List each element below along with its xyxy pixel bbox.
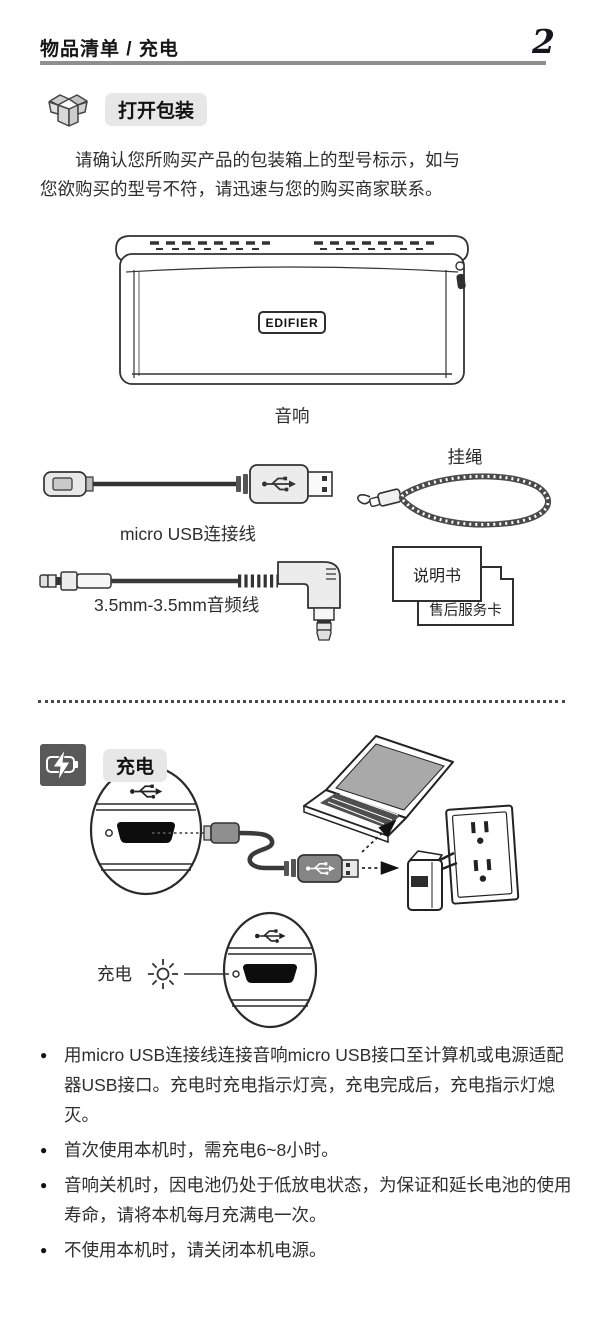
- open-box-icon: [48, 94, 88, 127]
- unpack-section-label: 打开包装: [105, 92, 208, 126]
- charge-section-header: 充电: [40, 744, 168, 786]
- speaker-caption: 音响: [274, 406, 310, 426]
- strap-caption: 挂绳: [447, 447, 483, 467]
- documents-figure: 售后服务卡 说明书: [392, 546, 522, 638]
- page-number: 2: [532, 22, 555, 61]
- unpack-section-header: 打开包装: [46, 88, 208, 130]
- battery-charging-icon: [40, 744, 86, 786]
- intro-paragraph: 请确认您所购买产品的包装箱上的型号标示，如与 您欲购买的型号不符，请迅速与您的购…: [40, 146, 540, 204]
- light-glow-icon: [148, 959, 178, 989]
- charge-section: 充电 充电: [0, 730, 600, 1030]
- speaker-figure: EDIFIER 音响: [102, 228, 482, 428]
- charging-diagram: 充电: [89, 735, 520, 1029]
- strap-cord-loop: [357, 494, 371, 505]
- manual-caption: 说明书: [412, 568, 461, 585]
- strap-clasp: [377, 488, 403, 507]
- header-rule: [40, 61, 546, 65]
- strap-illustration: [357, 473, 551, 528]
- usb-port-callout-upper: [89, 764, 203, 896]
- arrow-to-laptop: [361, 819, 397, 853]
- service-card-caption: 售后服务卡: [429, 603, 502, 619]
- bullet-dot: ●: [40, 1178, 48, 1192]
- wall-outlet-illustration: [445, 804, 520, 905]
- bullet-text: 音响关机时，因电池仍处于低放电状态，为保证和延长电池的使用寿命，请将本机每月充满…: [64, 1175, 572, 1225]
- right-angle-plug-body: [277, 561, 341, 609]
- strap-loop: [398, 473, 551, 528]
- folded-corner: [500, 566, 514, 580]
- charge-led: [232, 970, 240, 978]
- list-item: ● 首次使用本机时，需充电6~8小时。: [40, 1135, 575, 1165]
- bullet-text: 首次使用本机时，需充电6~8小时。: [64, 1140, 339, 1160]
- speaker-logo-text: EDIFIER: [266, 316, 319, 330]
- bullet-text: 用micro USB连接线连接音响micro USB接口至计算机或电源适配器US…: [64, 1045, 564, 1125]
- charge-instructions: ● 用micro USB连接线连接音响micro USB接口至计算机或电源适配器…: [40, 1040, 575, 1270]
- bullet-dot: ●: [40, 1243, 48, 1257]
- laptop-illustration: [303, 735, 454, 844]
- micro-usb-port: [243, 964, 297, 983]
- power-adapter-illustration: [407, 850, 458, 911]
- audio-cable-illustration: [39, 561, 341, 641]
- charge-section-label: 充电: [103, 748, 168, 782]
- intro-line-2: 您欲购买的型号不符，请迅速与您的购买商家联系。: [40, 179, 443, 199]
- micro-usb-plug: [210, 822, 240, 844]
- list-item: ● 音响关机时，因电池仍处于低放电状态，为保证和延长电池的使用寿命，请将本机每月…: [40, 1170, 575, 1230]
- audio-cable-caption: 3.5mm-3.5mm音频线: [94, 595, 260, 615]
- usb-cable-caption: micro USB连接线: [119, 524, 257, 544]
- list-item: ● 用micro USB连接线连接音响micro USB接口至计算机或电源适配器…: [40, 1040, 575, 1130]
- charge-led: [105, 829, 113, 837]
- list-item: ● 不使用本机时，请关闭本机电源。: [40, 1235, 575, 1265]
- cable-wire: [238, 830, 284, 871]
- intro-line-1: 请确认您所购买产品的包装箱上的型号标示，如与: [75, 150, 460, 170]
- strap-figure: 挂绳: [350, 444, 562, 534]
- usb-cable-figure: micro USB连接线: [38, 458, 338, 546]
- bullet-text: 不使用本机时，请关闭本机电源。: [64, 1240, 327, 1260]
- micro-usb-port: [117, 822, 175, 843]
- page-title: 物品清单 / 充电: [40, 39, 179, 60]
- logo-badge: [258, 311, 326, 334]
- charge-indicator-label: 充电: [97, 964, 132, 984]
- dotted-divider: [38, 700, 565, 703]
- bullet-dot: ●: [40, 1048, 48, 1062]
- audio-plug-tip: [39, 574, 49, 588]
- speaker-illustration: EDIFIER: [115, 235, 469, 385]
- usb-port-callout-lower: [222, 911, 318, 1029]
- manual-card: 说明书: [392, 546, 482, 602]
- bullet-dot: ●: [40, 1143, 48, 1157]
- strap-hole: [455, 261, 465, 271]
- audio-cable-figure: 3.5mm-3.5mm音频线: [38, 544, 368, 651]
- usb-cable-illustration: [43, 464, 333, 504]
